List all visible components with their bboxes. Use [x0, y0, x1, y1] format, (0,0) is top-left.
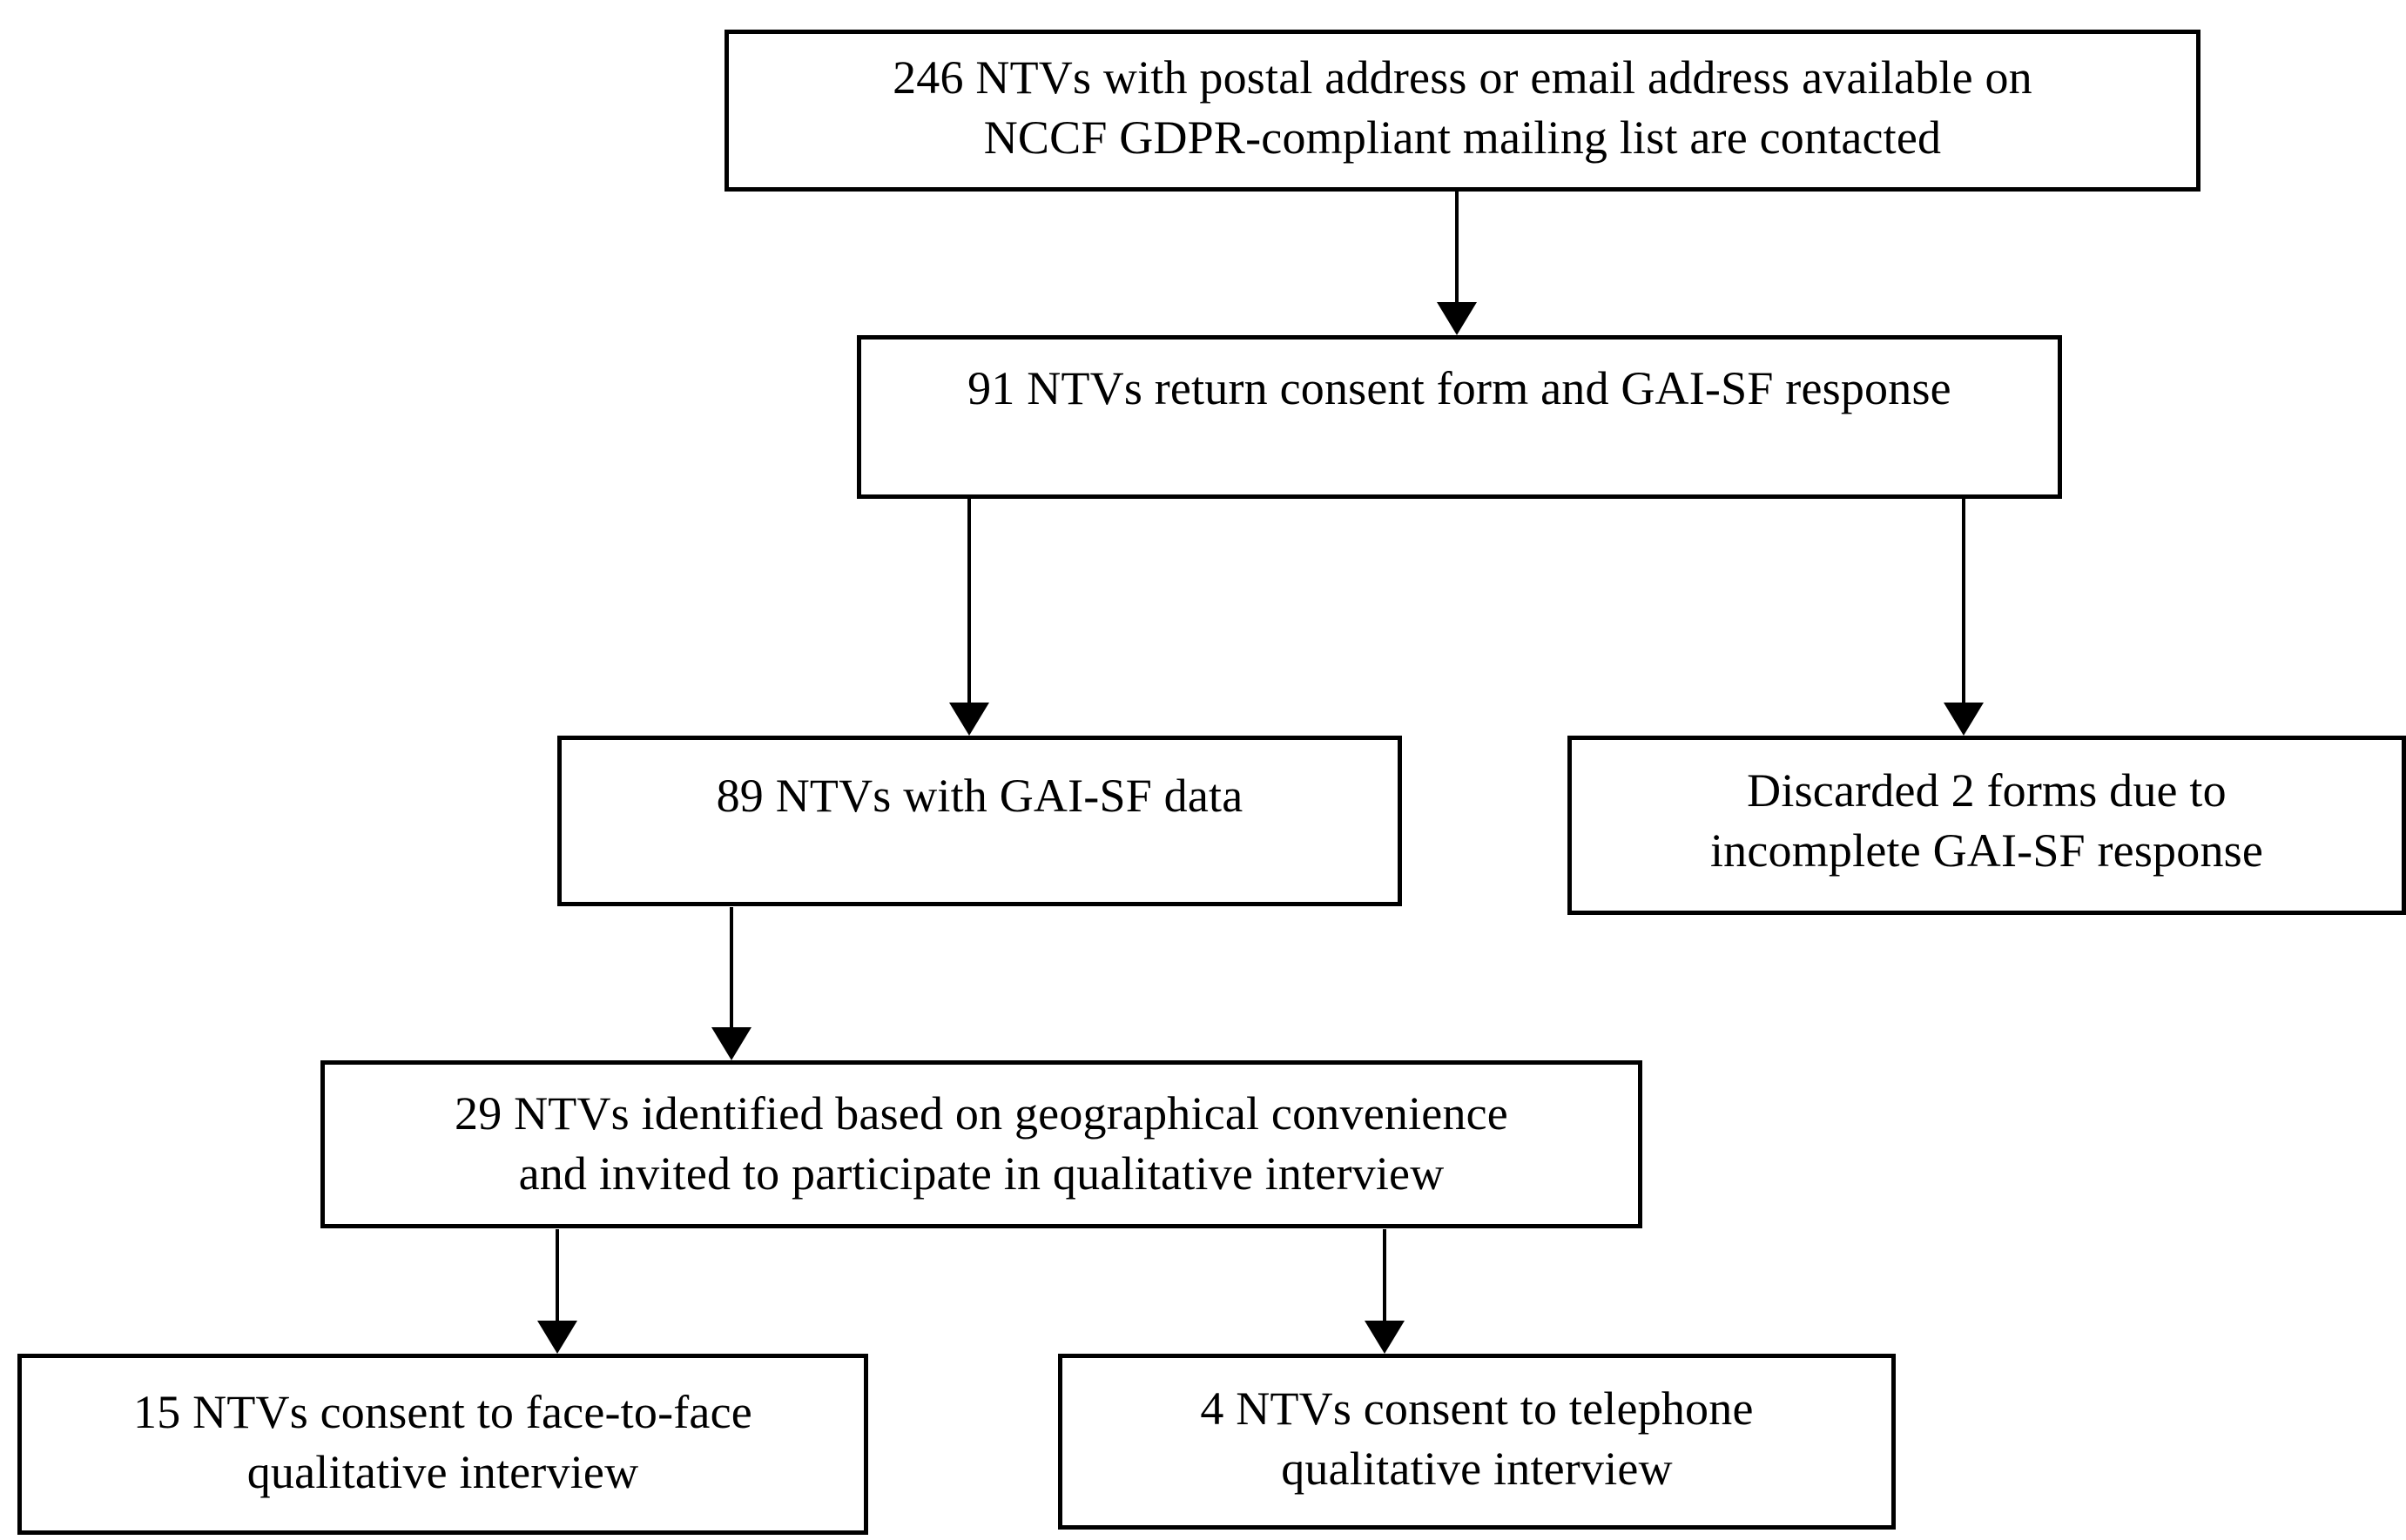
flow-node-returned-label: 91 NTVs return consent form and GAI-SF r… [967, 362, 1951, 414]
flow-node-discarded-label: Discarded 2 forms due to incomplete GAI-… [1709, 764, 2264, 878]
flow-edge-returned-with-data-arrow-icon [949, 703, 989, 736]
flow-node-contacted-label: 246 NTVs with postal address or email ad… [893, 51, 2032, 165]
flow-node-identified: 29 NTVs identified based on geographical… [320, 1060, 1642, 1228]
flow-edge-identified-face-to-face-line [556, 1229, 559, 1321]
flow-node-returned: 91 NTVs return consent form and GAI-SF r… [857, 335, 2062, 499]
flow-node-contacted: 246 NTVs with postal address or email ad… [724, 30, 2200, 192]
flow-node-identified-label: 29 NTVs identified based on geographical… [455, 1087, 1508, 1200]
flow-edge-with-data-identified-arrow-icon [711, 1027, 751, 1060]
flow-node-with-data: 89 NTVs with GAI-SF data [557, 736, 1402, 906]
flow-node-with-data-label: 89 NTVs with GAI-SF data [716, 770, 1243, 822]
flow-node-face-to-face: 15 NTVs consent to face-to-face qualitat… [17, 1354, 868, 1535]
flow-node-discarded: Discarded 2 forms due to incomplete GAI-… [1567, 736, 2406, 915]
flow-edge-returned-discarded-arrow-icon [1944, 703, 1984, 736]
flow-node-telephone-label: 4 NTVs consent to telephone qualitative … [1200, 1382, 1754, 1496]
flow-edge-identified-telephone-line [1383, 1229, 1386, 1321]
flow-edge-with-data-identified-line [730, 907, 733, 1028]
flow-edge-contacted-returned-line [1455, 192, 1459, 303]
flow-edge-returned-discarded-line [1962, 499, 1965, 703]
flow-edge-identified-face-to-face-arrow-icon [537, 1321, 577, 1354]
flow-node-face-to-face-label: 15 NTVs consent to face-to-face qualitat… [133, 1386, 752, 1499]
flow-edge-contacted-returned-arrow-icon [1437, 302, 1477, 335]
flow-edge-identified-telephone-arrow-icon [1365, 1321, 1405, 1354]
flow-edge-returned-with-data-line [967, 499, 971, 703]
flow-node-telephone: 4 NTVs consent to telephone qualitative … [1058, 1354, 1896, 1530]
